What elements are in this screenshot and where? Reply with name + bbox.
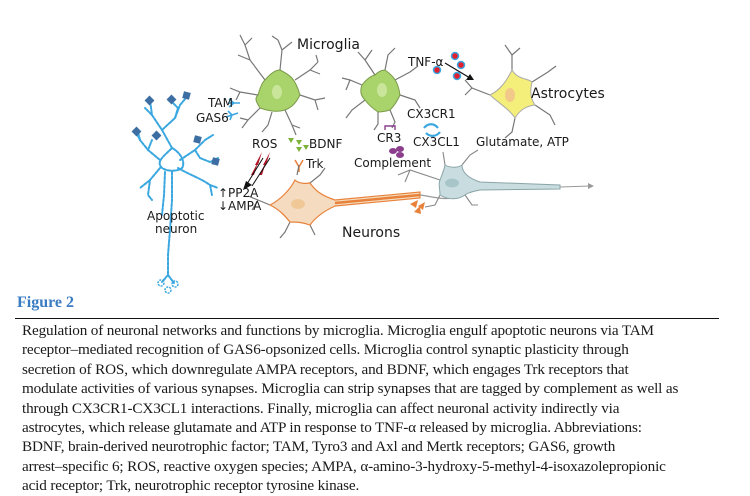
figure-illustration: Microglia Astrocytes Neurons Apoptotic n… [131, 34, 605, 294]
label-neuron: neuron [155, 222, 197, 236]
label-pp2a: ↑PP2A [218, 186, 259, 200]
label-neurons: Neurons [342, 225, 400, 241]
caption-line: modulate activities of various synapses.… [22, 380, 679, 398]
microglia-cell-left [229, 34, 326, 136]
label-cx3cl1: CX3CL1 [413, 135, 460, 149]
microglia-cell-right [341, 47, 421, 131]
label-microglia: Microglia [297, 37, 360, 53]
label-glutamate-atp: Glutamate, ATP [476, 135, 569, 149]
cr3-receptor-icon [384, 125, 396, 130]
tnf-alpha-dots-icon [432, 51, 466, 81]
neuron-cell [247, 164, 456, 239]
bdnf-triangles-icon [288, 138, 309, 152]
ros-arrows-icon [243, 152, 271, 190]
apoptotic-neuron [134, 97, 219, 284]
gas6-markers-icon [131, 91, 220, 166]
label-cr3: CR3 [377, 131, 401, 145]
label-cx3cr1: CX3CR1 [407, 107, 456, 121]
grey-neuron-cell [397, 149, 594, 208]
label-trk: Trk [305, 157, 324, 171]
label-complement: Complement [354, 156, 431, 170]
caption-line: secretion of ROS, which downregulate AMP… [22, 360, 629, 378]
label-ros: ROS [252, 137, 277, 151]
label-tnf-alpha: TNF-α [407, 55, 444, 69]
caption-line: Regulation of neuronal networks and func… [22, 322, 654, 339]
astrocyte-cell [464, 44, 557, 139]
label-tam: TAM [207, 96, 233, 110]
title-divider [15, 318, 719, 319]
caption-line: receptor–mediated recognition of GAS6-op… [22, 341, 629, 359]
caption-line: acid receptor; Trk, neurotrophic recepto… [22, 477, 360, 495]
tnf-arrow-icon [444, 62, 474, 80]
complement-icon [389, 146, 404, 158]
label-gas6: GAS6 [196, 111, 229, 125]
tam-receptor-icon [225, 98, 240, 121]
label-ampa: ↓AMPA [218, 199, 262, 213]
cx3cr1-cx3cl1-link-icon [423, 123, 441, 137]
figure-caption: Regulation of neuronal networks and func… [22, 321, 742, 496]
figure-title: Figure 2 [17, 294, 75, 311]
caption-line: arrest–specific 6; ROS, reactive oxygen … [22, 457, 666, 475]
label-astrocytes: Astrocytes [531, 86, 605, 102]
label-apoptotic: Apoptotic [147, 209, 204, 223]
label-bdnf: BDNF [309, 137, 342, 151]
apoptotic-terminal-icon [157, 279, 179, 294]
caption-line: through CX3CR1-CX3CL1 interactions. Fina… [22, 399, 620, 417]
caption-line: astrocytes, which release glutamate and … [22, 419, 642, 437]
caption-line: BDNF, brain-derived neurotrophic factor;… [22, 438, 616, 456]
